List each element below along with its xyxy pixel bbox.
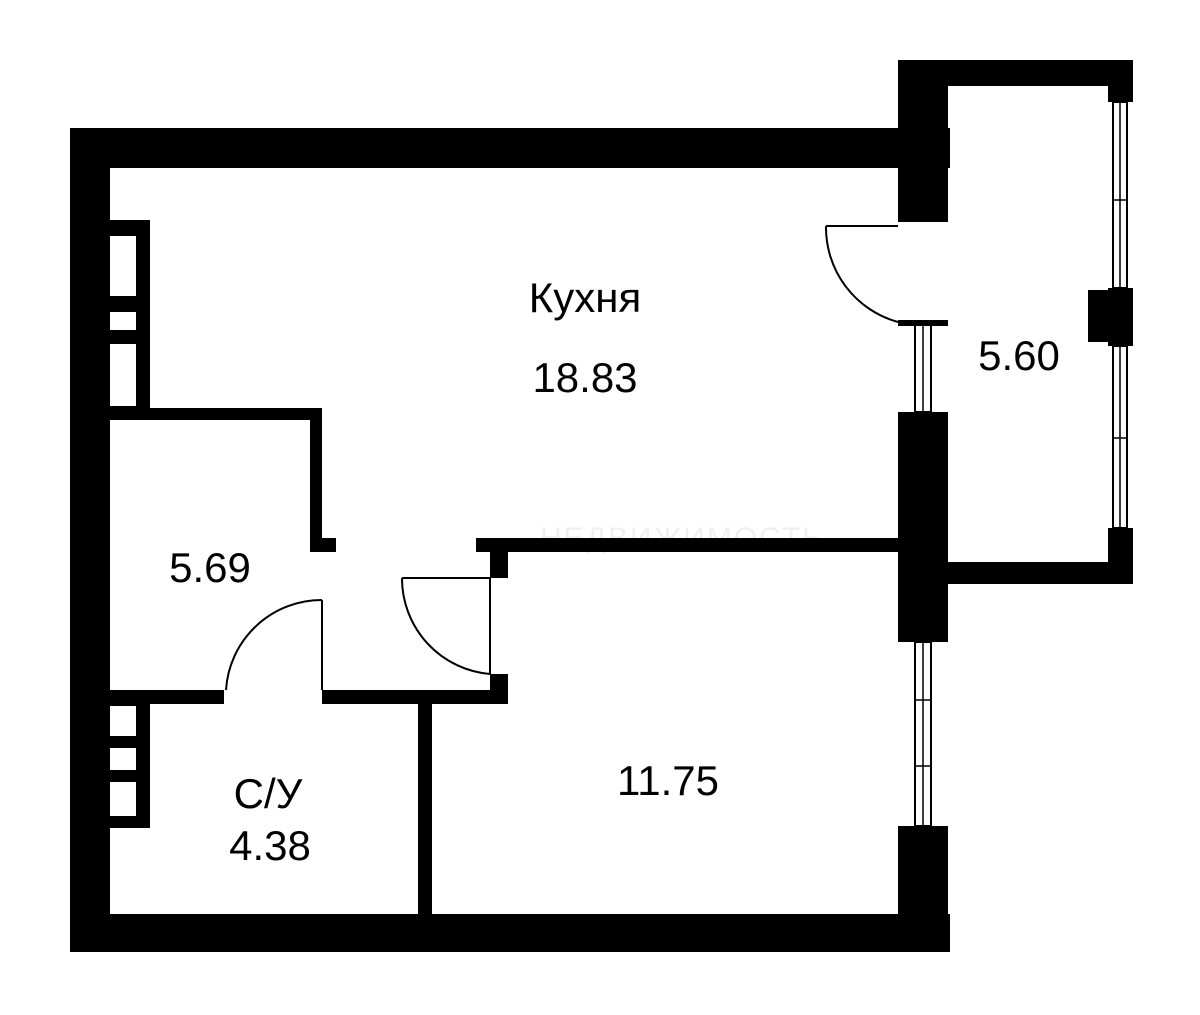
bedroom-door-jamb-bottom bbox=[490, 674, 508, 704]
bedroom-area: 11.75 bbox=[617, 757, 719, 804]
balcony-window bbox=[1112, 101, 1128, 529]
bathroom-name: С/У bbox=[234, 770, 303, 817]
hallway-wall-top bbox=[108, 408, 322, 420]
hallway-wall-right bbox=[310, 408, 322, 550]
hallway-bathroom-door bbox=[225, 598, 323, 691]
hallway-wall-stub bbox=[310, 538, 336, 552]
balcony-wall-bottom bbox=[898, 562, 1133, 584]
wall-right-middle bbox=[898, 412, 948, 642]
wall-right-upper bbox=[898, 60, 948, 222]
wall-right-lower bbox=[898, 826, 948, 952]
wall-left bbox=[70, 128, 110, 952]
bathroom-bedroom-wall bbox=[418, 690, 432, 920]
bathroom-area: 4.38 bbox=[229, 822, 311, 869]
bathroom-wall-top-right bbox=[322, 690, 508, 704]
balcony-area: 5.60 bbox=[978, 332, 1060, 379]
ventilation-upper bbox=[108, 220, 150, 410]
balcony-wall-right-top bbox=[1108, 60, 1133, 102]
balcony-walls bbox=[898, 60, 1133, 584]
kitchen-window bbox=[914, 323, 932, 413]
outer-walls bbox=[70, 60, 950, 952]
wall-top bbox=[70, 128, 950, 168]
ventilation-lower bbox=[108, 690, 150, 828]
balcony-door bbox=[824, 225, 948, 326]
hallway-area: 5.69 bbox=[169, 544, 251, 591]
kitchen-area: 18.83 bbox=[532, 354, 637, 401]
bedroom-window bbox=[914, 641, 932, 827]
bathroom-wall-top-left bbox=[108, 690, 224, 704]
bedroom-door bbox=[400, 577, 491, 675]
bedroom-door-jamb-top bbox=[490, 538, 508, 578]
kitchen-bedroom-wall bbox=[476, 538, 900, 552]
interior-walls bbox=[108, 408, 900, 920]
balcony-wall-top bbox=[898, 60, 1133, 86]
wall-bottom bbox=[70, 914, 950, 952]
balcony-pillar bbox=[1088, 290, 1114, 342]
kitchen-name: Кухня bbox=[529, 274, 641, 321]
